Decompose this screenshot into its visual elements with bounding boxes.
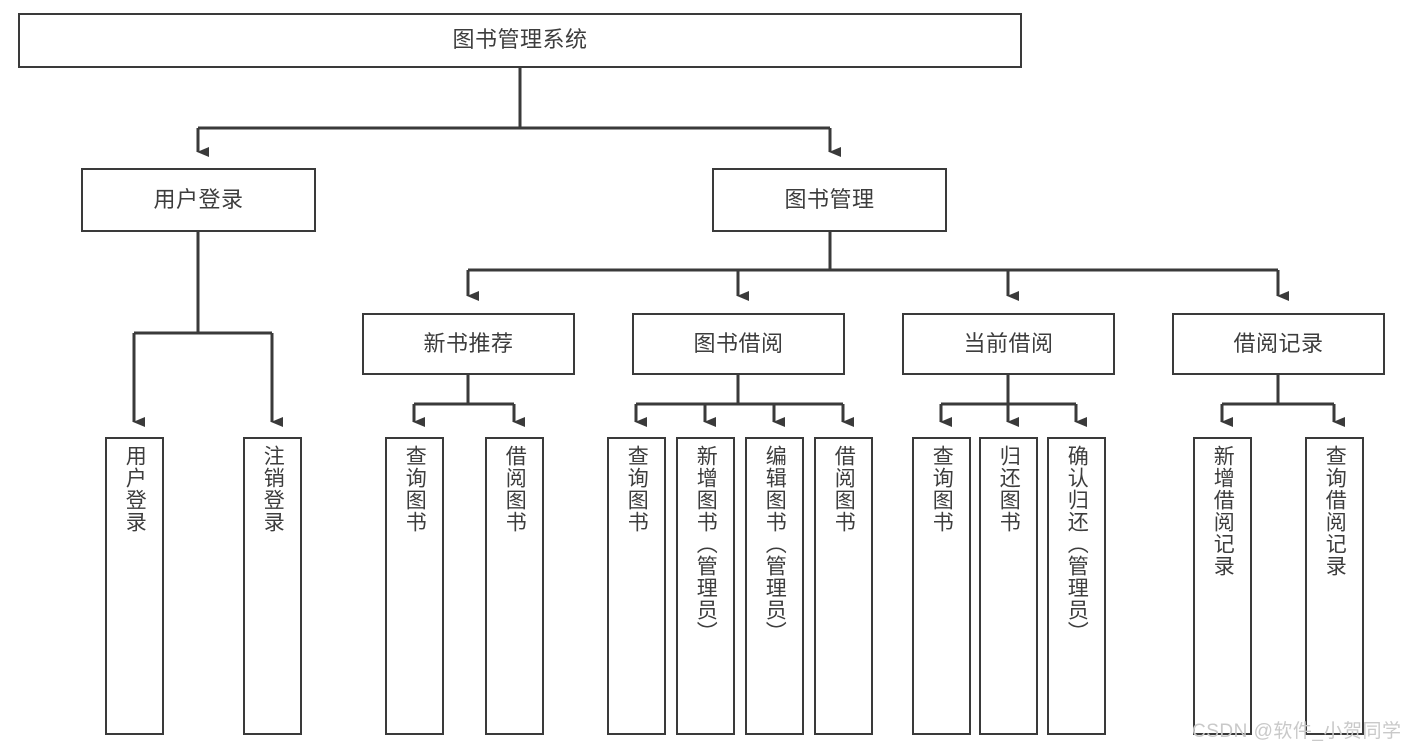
node-borrow-record-label: 借阅记录 (1233, 330, 1324, 356)
node-leaf-edit-book-label: 编辑图书（管理员） (763, 445, 787, 643)
node-root[interactable]: 图书管理系统 (18, 13, 1022, 68)
node-leaf-query-book-3[interactable]: 查询图书 (912, 437, 971, 735)
node-leaf-confirm-return-label: 确认归还（管理员） (1065, 445, 1089, 643)
node-borrow-record[interactable]: 借阅记录 (1172, 313, 1385, 375)
node-leaf-user-login-label: 用户登录 (123, 445, 147, 533)
node-leaf-logout-login-label: 注销登录 (261, 445, 285, 533)
node-leaf-borrow-book-2-label: 借阅图书 (832, 445, 856, 533)
node-leaf-logout-login[interactable]: 注销登录 (243, 437, 302, 735)
node-leaf-return-book-label: 归还图书 (997, 445, 1021, 533)
node-root-label: 图书管理系统 (452, 27, 588, 53)
node-new-book-recommend-label: 新书推荐 (423, 330, 514, 356)
node-leaf-query-record-label: 查询借阅记录 (1323, 445, 1347, 577)
node-user-login-label: 用户登录 (153, 186, 244, 212)
node-leaf-borrow-book-1[interactable]: 借阅图书 (485, 437, 544, 735)
node-new-book-recommend[interactable]: 新书推荐 (362, 313, 575, 375)
node-leaf-query-record[interactable]: 查询借阅记录 (1305, 437, 1364, 735)
csdn-watermark: CSDN @软件_小贺同学 (1192, 721, 1402, 742)
node-leaf-query-book-3-label: 查询图书 (930, 445, 954, 533)
node-book-borrow-label: 图书借阅 (693, 330, 784, 356)
node-leaf-user-login[interactable]: 用户登录 (105, 437, 164, 735)
node-leaf-query-book-1-label: 查询图书 (403, 445, 427, 533)
node-leaf-query-book-2[interactable]: 查询图书 (607, 437, 666, 735)
node-leaf-borrow-book-2[interactable]: 借阅图书 (814, 437, 873, 735)
node-leaf-edit-book[interactable]: 编辑图书（管理员） (745, 437, 804, 735)
node-current-borrow[interactable]: 当前借阅 (902, 313, 1115, 375)
node-leaf-add-book-label: 新增图书（管理员） (694, 445, 718, 643)
node-leaf-query-book-2-label: 查询图书 (625, 445, 649, 533)
node-leaf-return-book[interactable]: 归还图书 (979, 437, 1038, 735)
node-leaf-add-record-label: 新增借阅记录 (1211, 445, 1235, 577)
node-book-borrow[interactable]: 图书借阅 (632, 313, 845, 375)
node-book-manage[interactable]: 图书管理 (712, 168, 947, 232)
node-leaf-add-book[interactable]: 新增图书（管理员） (676, 437, 735, 735)
node-current-borrow-label: 当前借阅 (963, 330, 1054, 356)
node-leaf-borrow-book-1-label: 借阅图书 (503, 445, 527, 533)
node-leaf-add-record[interactable]: 新增借阅记录 (1193, 437, 1252, 735)
node-leaf-query-book-1[interactable]: 查询图书 (385, 437, 444, 735)
node-book-manage-label: 图书管理 (784, 186, 875, 212)
node-user-login[interactable]: 用户登录 (81, 168, 316, 232)
node-leaf-confirm-return[interactable]: 确认归还（管理员） (1047, 437, 1106, 735)
